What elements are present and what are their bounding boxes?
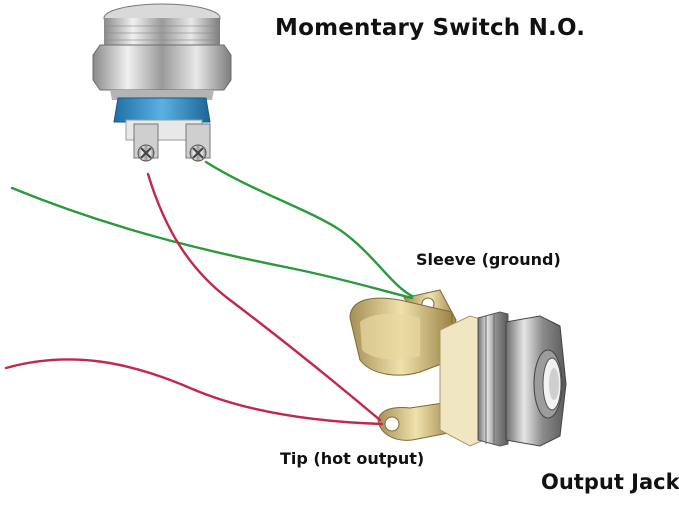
- green-wire-external: [10, 186, 414, 300]
- jack-label: Output Jack: [541, 470, 679, 494]
- sleeve-label: Sleeve (ground): [416, 250, 561, 269]
- tip-label: Tip (hot output): [280, 449, 425, 468]
- wires: [4, 160, 414, 426]
- green-wire-switch: [204, 160, 414, 298]
- output-jack-icon: [349, 289, 567, 447]
- red-wire-switch: [146, 172, 382, 422]
- momentary-switch-icon: [92, 3, 232, 162]
- red-wire-external: [4, 358, 384, 426]
- switch-label: Momentary Switch N.O.: [275, 15, 586, 41]
